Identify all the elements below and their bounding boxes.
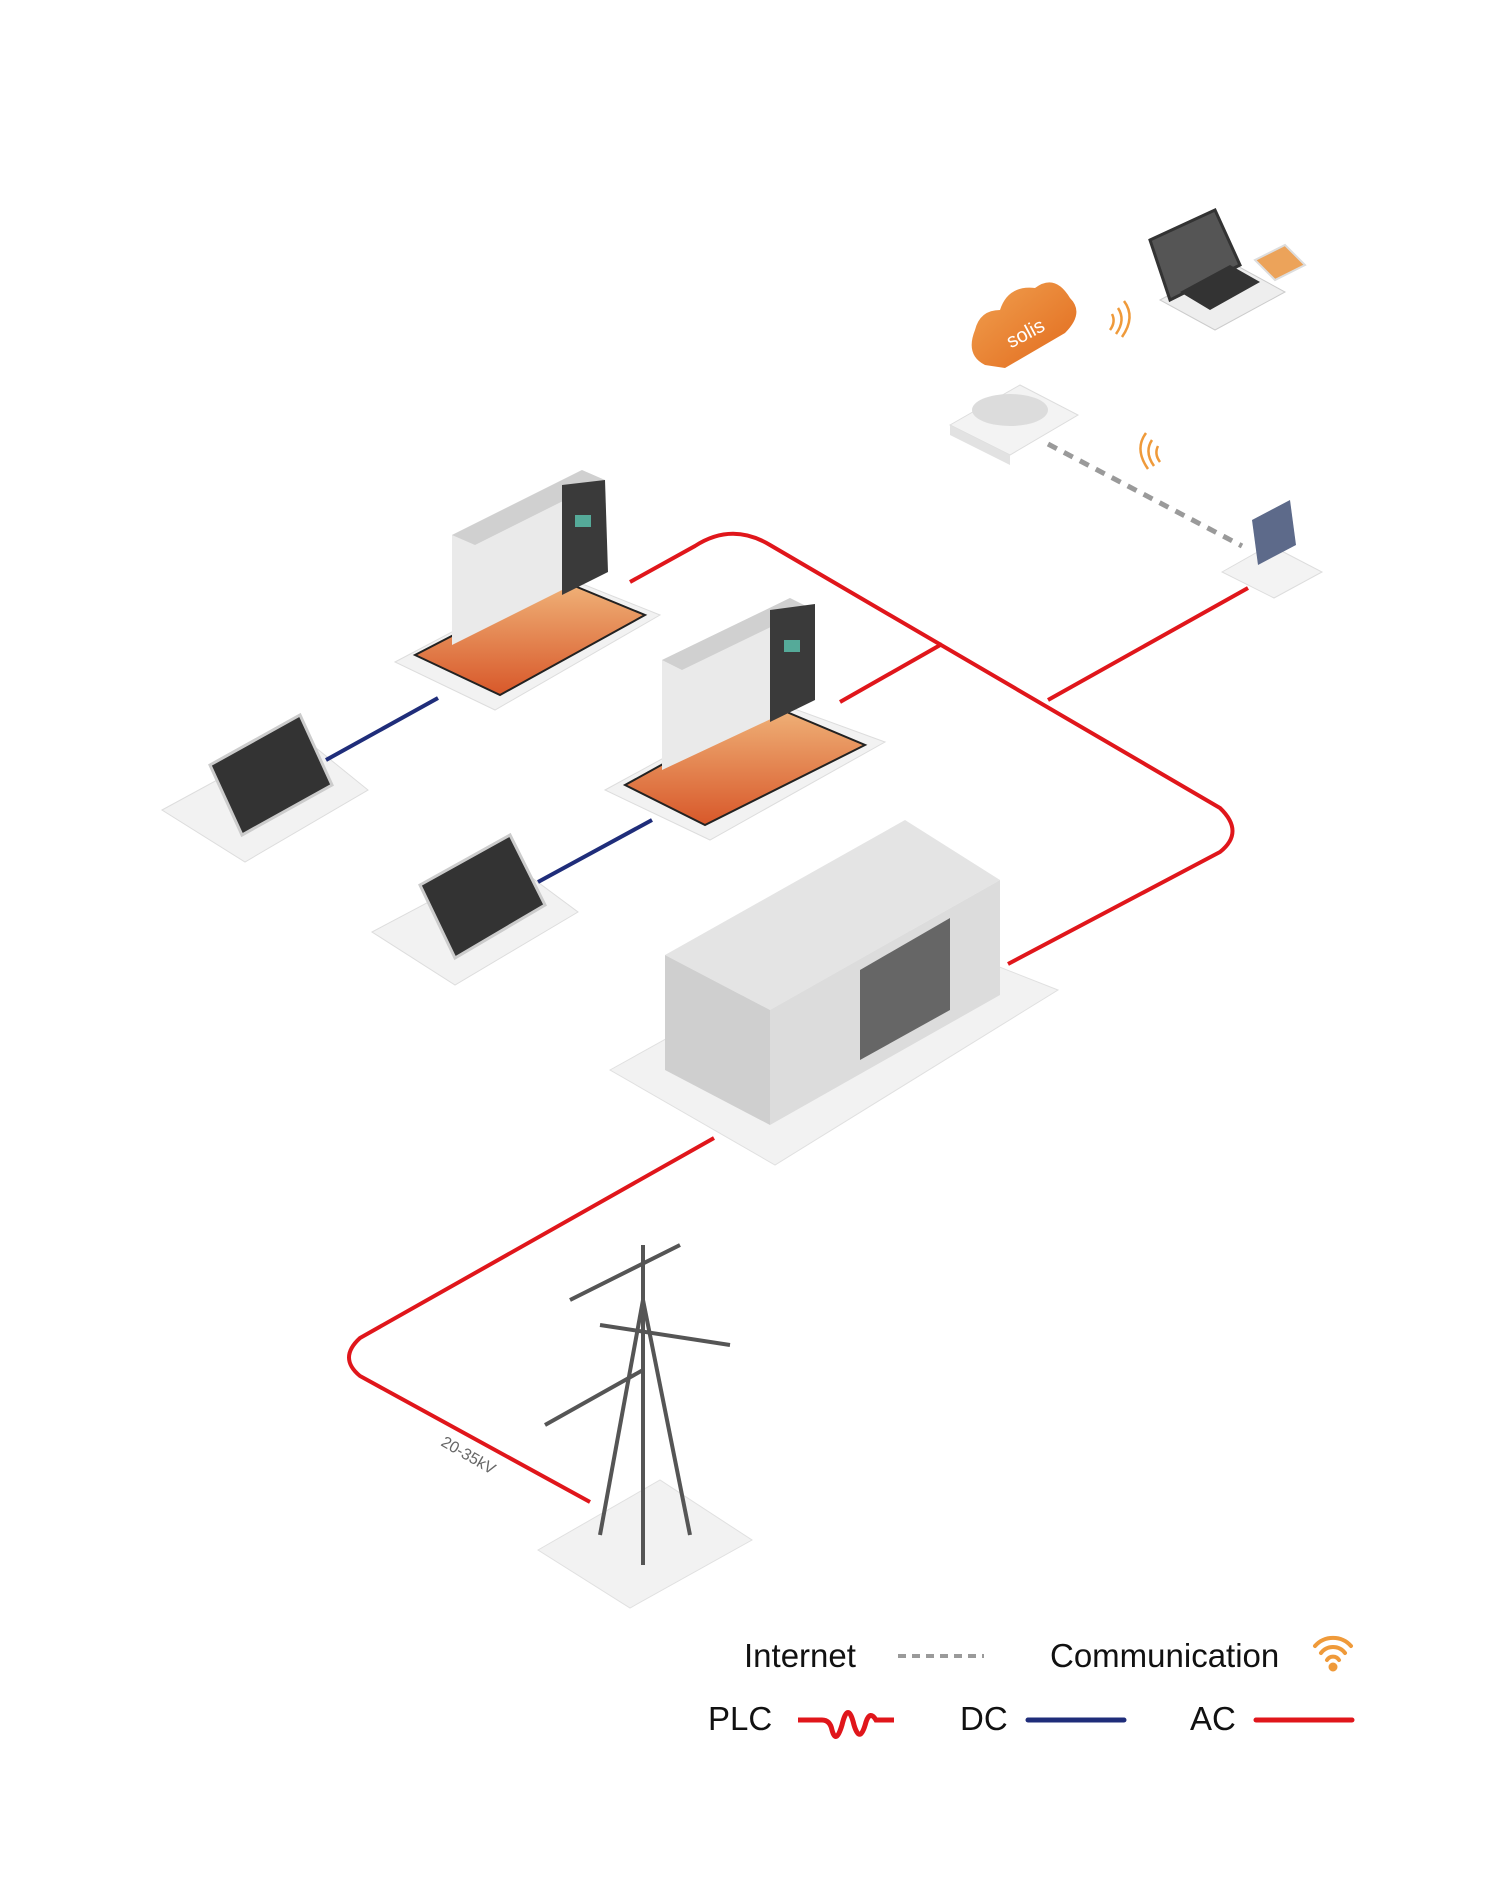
ac-line-logger xyxy=(1047,586,1249,702)
solis-cloud-icon: solis xyxy=(971,282,1077,368)
ac-line-main xyxy=(629,531,1235,966)
legend-ac-label: AC xyxy=(1190,1700,1236,1737)
transmission-tower xyxy=(537,1243,753,1609)
ac-line-grid xyxy=(347,1136,715,1504)
wifi-icon xyxy=(1313,1635,1353,1672)
wifi-signal-icon xyxy=(1139,432,1162,470)
phone-icon xyxy=(1253,243,1307,282)
legend-plc-swatch xyxy=(798,1710,894,1739)
voltage-label: 20-35kV xyxy=(438,1434,498,1479)
laptop-icon xyxy=(1148,208,1287,331)
dc-line-2 xyxy=(537,818,653,884)
legend-dc-label: DC xyxy=(960,1700,1008,1737)
inverter-2 xyxy=(603,598,887,841)
dc-line-1 xyxy=(325,696,439,762)
legend-plc-label: PLC xyxy=(708,1700,772,1737)
wifi-signal-icon xyxy=(1108,300,1131,338)
solar-panel-1 xyxy=(161,712,369,863)
ac-line-inverter-2 xyxy=(839,642,943,704)
data-logger-platform xyxy=(1220,500,1324,599)
legend-communication-label: Communication xyxy=(1050,1637,1279,1674)
legend-internet-label: Internet xyxy=(744,1637,856,1674)
legend: Internet Communication PLC DC AC xyxy=(708,1635,1355,1739)
cloud-platform xyxy=(948,384,1080,465)
solar-panel-2 xyxy=(371,832,579,986)
transformer-station xyxy=(608,820,1060,1166)
internet-connection xyxy=(1046,441,1244,549)
inverter-1 xyxy=(393,470,662,711)
